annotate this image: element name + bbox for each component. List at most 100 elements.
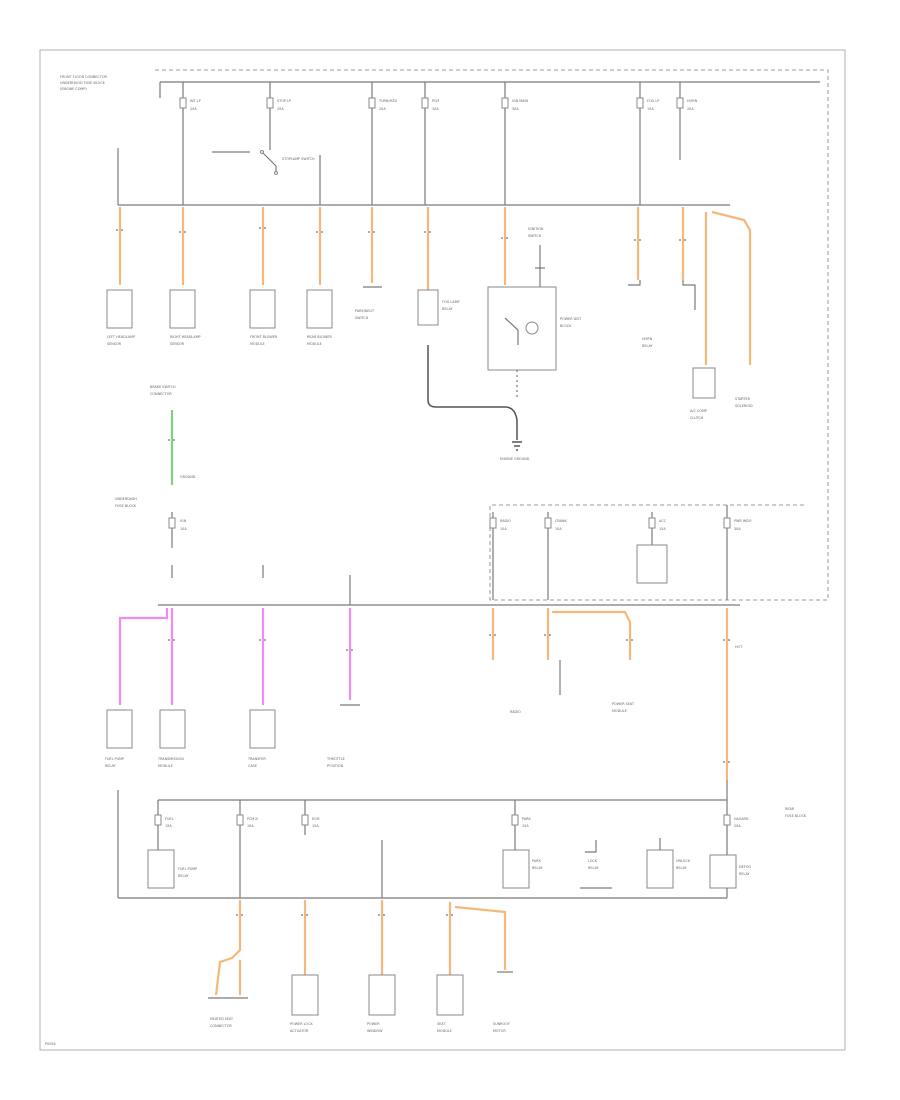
lower-component-2-name: TRANSFER [247, 757, 266, 761]
top-fuse-3-name: PCM [432, 99, 439, 103]
title-line-3: (ENGINE COMP) [60, 87, 87, 91]
rear-block-label: REAR [785, 807, 795, 811]
rear-relay-stubs [580, 838, 661, 889]
bottom-component-3: SEAT MODULE [437, 1022, 452, 1033]
rear-relay-4-sub: RELAY [739, 872, 751, 876]
outer-frame [39, 49, 846, 1051]
upper-component-0-name: LEFT HEADLAMP [107, 335, 135, 339]
rear-relay-0-name: FUEL PUMP [178, 867, 197, 871]
rear-fuse-4: HAZARD 20A [734, 817, 749, 828]
upper-component-0-sub: SENSOR [107, 342, 122, 346]
mid-fuse-3-name: PWR WDO [734, 519, 752, 523]
upper-component-4-name: PARK/NEUT [355, 309, 375, 313]
upper-component-0: LEFT HEADLAMP SENSOR [107, 335, 135, 346]
upper-bus-risers [117, 148, 321, 205]
lower-component-0-name: FUEL PUMP [105, 757, 124, 761]
top-fuse-4: IGN MAIN 30A [512, 99, 528, 111]
underdash-sub: FUSE BLOCK [115, 504, 137, 508]
top-fuse-5-name: FOG LP [647, 99, 659, 103]
power-seat-sub: MODULE [612, 709, 627, 713]
ignition-switch-sub: SWITCH [528, 234, 542, 238]
rear-relay-1-sub: RELAY [532, 866, 544, 870]
mid-fuse-0-name: RADIO [500, 519, 511, 523]
bottom-component-1-name: POWER LOCK [290, 1022, 313, 1026]
g-label: GROUND [180, 475, 196, 479]
rear-relay-boxes [147, 849, 737, 889]
title-line-1: FRONT FLOOR CONNECTOR [60, 75, 108, 79]
rear-relay-1-name: PARK [532, 859, 542, 863]
rear-fuse-1: PCM B 10A [247, 817, 258, 828]
bottom-component-0-name: HEATED SEAT [210, 1017, 234, 1021]
upper-component-1-sub: SENSOR [170, 342, 185, 346]
pink-connectors [168, 639, 354, 651]
bottom-component-3-name: SEAT [437, 1022, 446, 1026]
top-fuse-6-rating: 20A [687, 107, 694, 111]
upper-component-5: FOG LAMP RELAY [442, 300, 460, 311]
top-fuse-1: STOP LP 20A [277, 99, 291, 111]
top-fuse-2: TURN/HZD 20A [378, 99, 397, 111]
mid-fuse-0-rating: 10A [500, 527, 507, 531]
bottom-component-4: SUNROOF MOTOR [493, 1022, 510, 1033]
rear-relay-3-sub: RELAY [676, 866, 688, 870]
upper-component-5-name: FOG LAMP [442, 300, 460, 304]
upper-component-2-name: FRONT BLOWER [250, 335, 278, 339]
rear-relay-4: DEFOG RELAY [739, 865, 751, 876]
mid-fuse-0: RADIO 10A [500, 519, 511, 531]
lower-component-2: TRANSFER CASE [247, 757, 266, 768]
upper-component-6-name: HORN [642, 337, 653, 341]
top-fuse-0-name: INT LP [190, 99, 201, 103]
bottom-component-1: POWER LOCK ACTUATOR [290, 1022, 313, 1033]
rear-fuse-1-rating: 10A [247, 824, 254, 828]
hot-label: HOT [735, 645, 743, 649]
upper-component-3: REAR BLOWER MODULE [307, 335, 333, 346]
upper-connectors [116, 227, 687, 241]
mid-fuse-2-name: ACC [659, 519, 667, 523]
rear-block-sub: FUSE BLOCK [785, 814, 807, 818]
upper-component-2-sub: MODULE [250, 342, 265, 346]
mid-fuse-3: PWR WDO 30A [734, 519, 752, 531]
lower-component-3-name: THROTTLE [326, 757, 345, 761]
top-fuse-4-name: IGN MAIN [512, 99, 528, 103]
top-fuse-6-name: HORN [687, 99, 698, 103]
rear-relay-0: FUEL PUMP RELAY [178, 867, 197, 878]
mid-fuse-2: ACC 15A [659, 519, 667, 531]
upper-component-8-sub: SOLENOID [735, 404, 753, 408]
upper-component-7: A/C COMP CLUTCH [690, 409, 707, 420]
stoplamp-switch: STOPLAMP SWITCH [212, 140, 315, 175]
bottom-component-2: POWER WINDOW [367, 1022, 383, 1033]
top-fuse-5: FOG LP 15A [647, 99, 659, 111]
upper-component-7-name: A/C COMP [690, 409, 707, 413]
upper-component-7-sub: CLUTCH [690, 416, 704, 420]
rear-fuse-drops [157, 800, 516, 898]
bottom-orange-wires [214, 900, 507, 996]
stoplamp-switch-label: STOPLAMP SWITCH [282, 157, 315, 161]
engine-ground: ENGINE GROUND [427, 345, 530, 461]
top-fuse-2-name: TURN/HZD [378, 99, 397, 103]
upper-component-3-name: REAR BLOWER [307, 335, 333, 339]
top-fuse-3-rating: 10A [432, 107, 439, 111]
bottom-component-2-name: POWER [367, 1022, 380, 1026]
upper-component-3-sub: MODULE [307, 342, 322, 346]
power-dist-sub: BLOCK [560, 324, 572, 328]
upper-component-2: FRONT BLOWER MODULE [250, 335, 278, 346]
upper-component-8-name: STARTER [735, 397, 751, 401]
rear-relay-0-sub: RELAY [178, 874, 190, 878]
bottom-component-0: HEATED SEAT CONNECTOR [210, 1017, 234, 1028]
ignition-switch: IGNITION SWITCH POWER DIST BLOCK [487, 227, 582, 371]
upper-component-6-sub: RELAY [642, 344, 654, 348]
bottom-component-1-sub: ACTUATOR [290, 1029, 309, 1033]
rear-fuse-symbols [154, 814, 731, 826]
upper-component-8: STARTER SOLENOID [735, 397, 753, 408]
rear-fuse-2: ECM 15A [312, 817, 320, 828]
rear-relay-3: UNLOCK RELAY [676, 859, 691, 870]
upper-component-1-name: RIGHT HEADLAMP [170, 335, 201, 339]
rear-fuse-2-name: ECM [312, 817, 320, 821]
rear-fuse-4-rating: 20A [734, 824, 741, 828]
upper-component-1: RIGHT HEADLAMP SENSOR [170, 335, 201, 346]
lower-component-3: THROTTLE POSITION [326, 757, 345, 768]
ignition-switch-label: IGNITION [528, 227, 544, 231]
mid-fuse-2-rating: 15A [659, 527, 666, 531]
rear-fuse-0-rating: 15A [165, 824, 172, 828]
ign-fuse-rating: 10A [180, 527, 187, 531]
